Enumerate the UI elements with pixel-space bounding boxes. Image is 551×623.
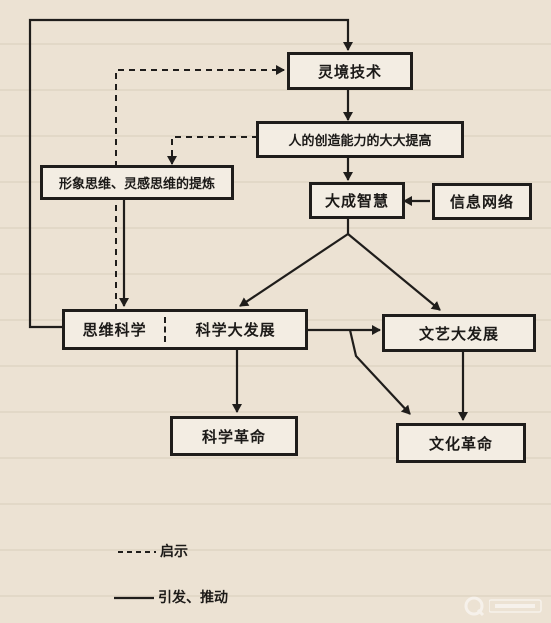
watermark-logo [463, 593, 545, 619]
node-info-network: 信息网络 [432, 183, 532, 220]
arrow-wisdom-to-science [239, 233, 349, 307]
feedback-loop-line [28, 18, 353, 329]
node-image-thinking: 形象思维、灵感思维的提炼 [40, 165, 234, 200]
node-human-creativity-label: 人的创造能力的大大提高 [288, 134, 432, 149]
dashed-thinking-to-tech [115, 65, 285, 310]
watermark-mark-icon [464, 596, 485, 617]
legend-solid-text: 引发、推动 [158, 590, 228, 606]
node-group-divider [164, 317, 167, 342]
legend-solid-label: 引发、推动 [158, 587, 228, 607]
arrow-science-to-culture [348, 329, 411, 415]
node-thinking-science-label: 思维科学 [82, 321, 147, 339]
node-arts-development-label: 文艺大发展 [418, 324, 499, 343]
node-human-creativity: 人的创造能力的大大提高 [256, 121, 464, 158]
node-culture-revolution: 文化革命 [396, 423, 526, 463]
legend-dashed-text: 启示 [160, 544, 188, 560]
node-spirit-tech: 灵境技术 [287, 52, 413, 90]
node-great-wisdom-label: 大成智慧 [324, 192, 389, 210]
node-science-group: 思维科学 科学大发展 [62, 309, 308, 350]
legend-dashed-label: 启示 [160, 541, 188, 561]
node-science-revolution: 科学革命 [170, 416, 298, 456]
node-image-thinking-label: 形象思维、灵感思维的提炼 [58, 177, 215, 192]
node-info-network-label: 信息网络 [449, 193, 514, 211]
node-science-development-label: 科学大发展 [195, 321, 276, 339]
watermark-lettering-icon [489, 599, 542, 613]
node-great-wisdom: 大成智慧 [309, 182, 405, 219]
node-culture-revolution-label: 文化革命 [428, 434, 493, 453]
node-thinking-science: 思维科学 [65, 312, 164, 347]
node-science-development: 科学大发展 [166, 312, 305, 347]
node-arts-development: 文艺大发展 [382, 314, 536, 352]
dashed-creativity-to-image [167, 136, 258, 165]
arrow-wisdom-to-arts [347, 233, 441, 311]
node-spirit-tech-label: 灵境技术 [317, 62, 382, 81]
node-science-revolution-label: 科学革命 [201, 427, 266, 446]
